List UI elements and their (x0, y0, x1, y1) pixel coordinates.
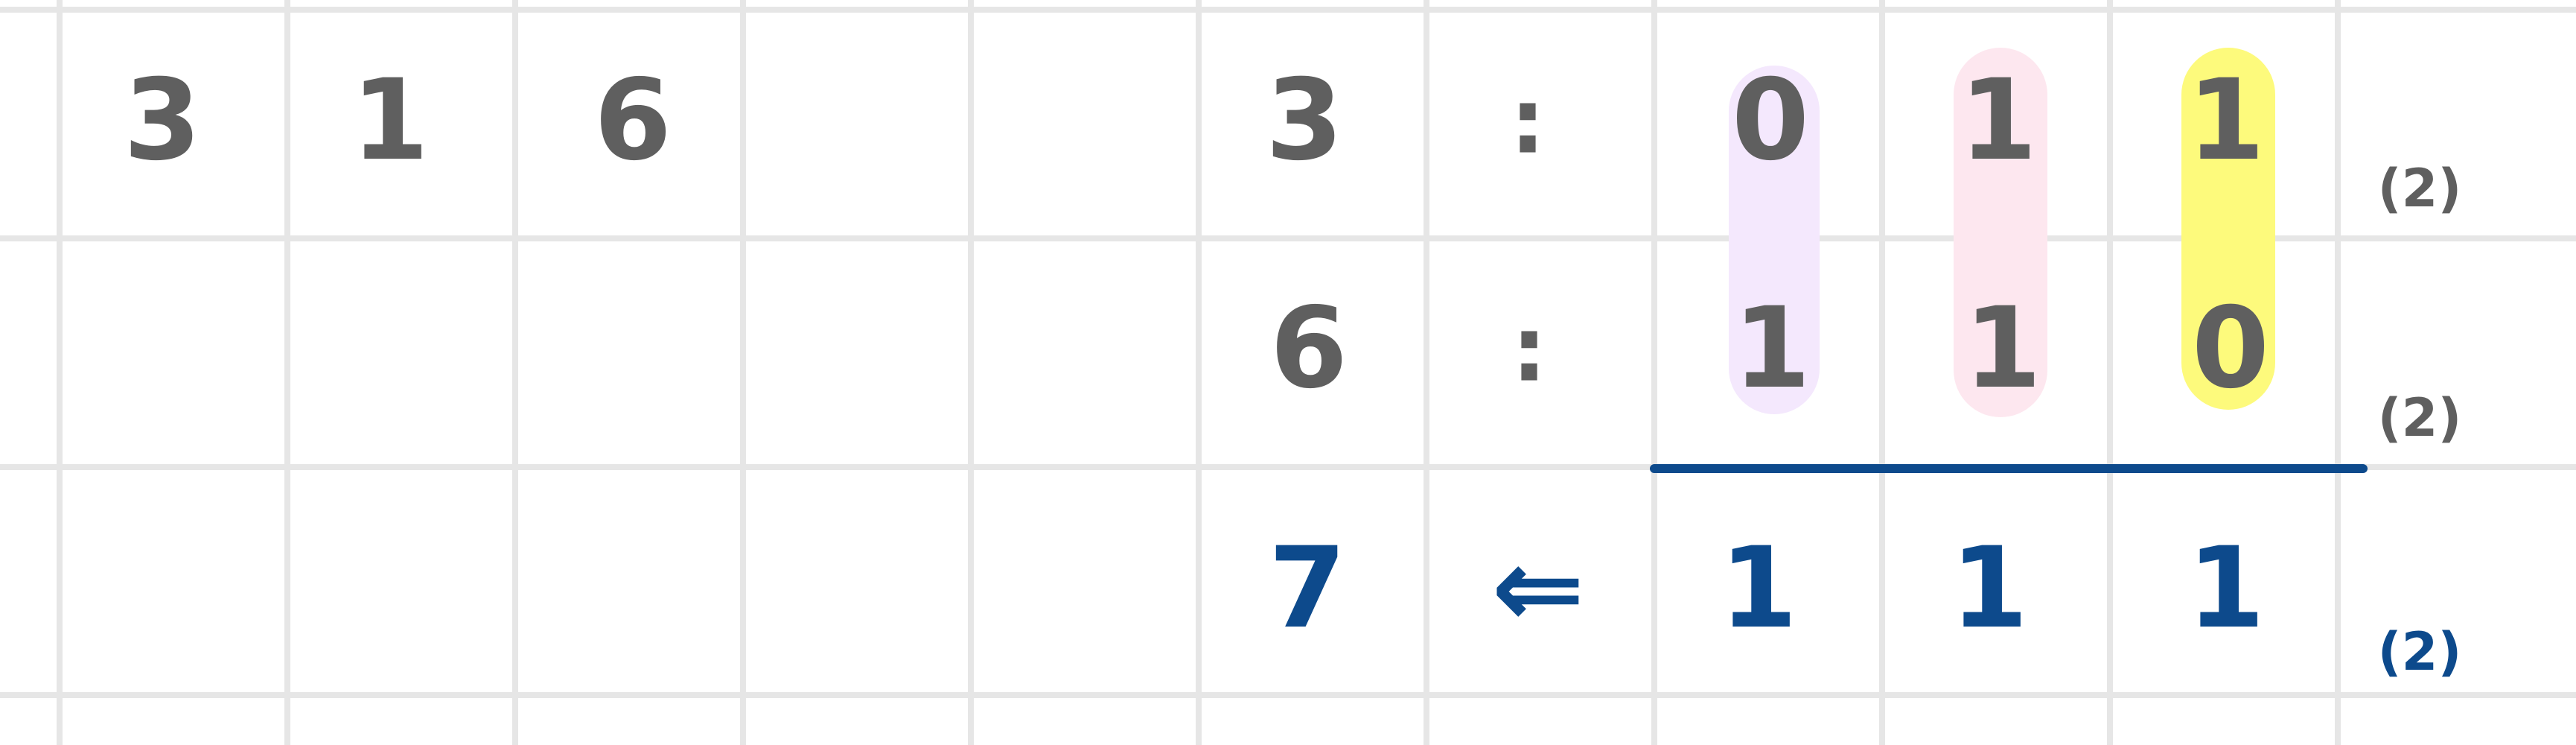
separator-colon: : (1510, 71, 1546, 174)
base-subscript: (2) (2378, 158, 2462, 219)
result-bit: 1 (1720, 524, 1797, 653)
binary-row-6: 6 : 1 1 0 (2) (1270, 284, 2462, 448)
bit-column-highlights (1729, 48, 2275, 417)
result-decimal: 7 (1269, 524, 1346, 653)
bit: 1 (1960, 56, 2037, 186)
bit: 0 (1732, 56, 1809, 186)
base-subscript: (2) (2378, 387, 2462, 448)
highlight-column-2 (1954, 48, 2047, 417)
left-digit: 3 (124, 56, 201, 186)
separator-colon: : (1511, 299, 1547, 402)
highlight-column-1 (1729, 66, 1820, 414)
bit: 1 (1733, 284, 1811, 413)
bit: 1 (1964, 284, 2041, 413)
binary-row-3: 3 : 0 1 1 (2) (1266, 56, 2462, 219)
bit: 0 (2192, 284, 2269, 413)
decimal-value: 3 (1266, 56, 1343, 186)
decimal-value: 6 (1270, 284, 1348, 413)
result-row: 7 ⇐ 1 1 1 (2) (1269, 524, 2462, 682)
bit: 1 (2187, 56, 2265, 186)
base-subscript: (2) (2378, 621, 2462, 682)
left-digit: 6 (594, 56, 672, 186)
left-digit: 1 (351, 56, 429, 186)
left-double-arrow-icon: ⇐ (1491, 524, 1585, 653)
result-bit: 1 (2187, 524, 2265, 653)
highlight-column-3 (2181, 48, 2275, 410)
result-bit: 1 (1951, 524, 2028, 653)
left-digits: 3 1 6 (124, 56, 672, 186)
